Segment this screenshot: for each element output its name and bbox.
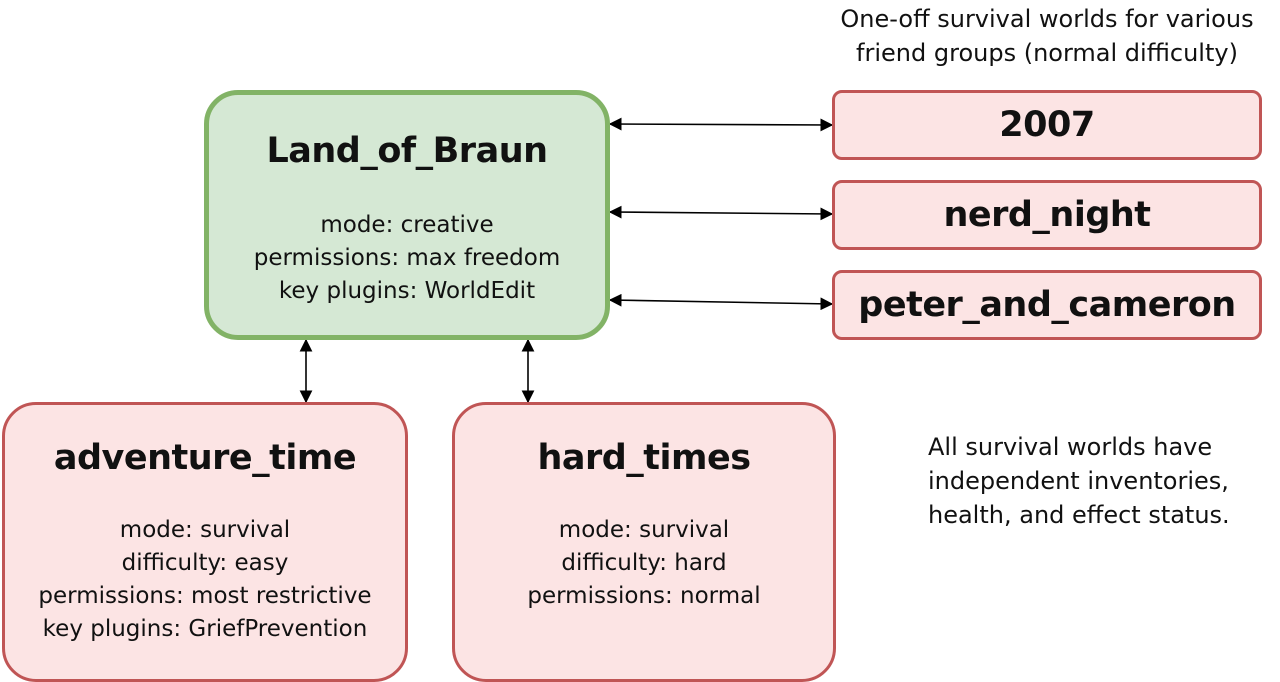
caption-line: friend groups (normal difficulty) [856, 39, 1238, 67]
one-off-world-node: peter_and_cameron [832, 270, 1262, 340]
world-detail-line: difficulty: easy [121, 550, 289, 576]
world-detail-line: key plugins: GriefPrevention [42, 616, 368, 642]
note-line: health, and effect status. [928, 501, 1230, 529]
hub-detail-line: mode: creative [320, 212, 494, 238]
survival-note: All survival worlds have independent inv… [928, 430, 1268, 532]
world-detail-line: permissions: normal [527, 583, 761, 609]
world-detail-line: mode: survival [558, 517, 730, 543]
arrow-hub-nerd-night [608, 205, 834, 221]
survival-world-node: hard_times mode: survival difficulty: ha… [452, 402, 836, 682]
one-off-world-node: nerd_night [832, 180, 1262, 250]
survival-world-title: hard_times [537, 438, 751, 478]
hub-detail-line: permissions: max freedom [253, 245, 561, 271]
one-off-world-title: peter_and_cameron [858, 285, 1236, 325]
world-detail-line: permissions: most restrictive [38, 583, 372, 609]
survival-world-details: mode: survival difficulty: hard permissi… [455, 514, 833, 613]
world-detail-line: difficulty: hard [561, 550, 727, 576]
one-off-world-title: nerd_night [943, 195, 1151, 235]
survival-world-node: adventure_time mode: survival difficulty… [2, 402, 408, 682]
one-off-caption: One-off survival worlds for various frie… [832, 2, 1262, 70]
survival-world-title: adventure_time [53, 438, 357, 478]
one-off-world-title: 2007 [999, 105, 1095, 145]
note-line: independent inventories, [928, 467, 1229, 495]
hub-detail-line: key plugins: WorldEdit [278, 278, 536, 304]
caption-line: One-off survival worlds for various [840, 5, 1254, 33]
hub-world-details: mode: creative permissions: max freedom … [209, 209, 605, 308]
hub-world-node: Land_of_Braun mode: creative permissions… [204, 90, 610, 340]
arrow-hub-2007 [608, 117, 834, 132]
arrow-hub-peter-and-cameron [608, 293, 834, 311]
survival-world-details: mode: survival difficulty: easy permissi… [5, 514, 405, 646]
one-off-world-node: 2007 [832, 90, 1262, 160]
hub-world-title: Land_of_Braun [266, 131, 548, 171]
note-line: All survival worlds have [928, 433, 1213, 461]
world-detail-line: mode: survival [119, 517, 291, 543]
